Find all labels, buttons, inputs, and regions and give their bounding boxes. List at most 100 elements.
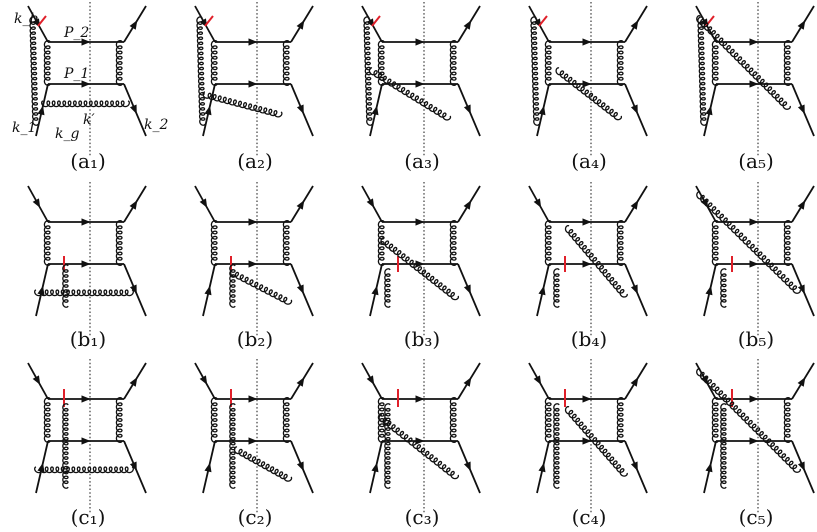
leg-bottom-left-arrow <box>371 105 379 116</box>
gluon-box-right <box>115 40 123 86</box>
leg-bottom-right-arrow <box>129 104 137 115</box>
gluon-emitted <box>555 67 623 121</box>
gluon-box-right <box>616 220 624 266</box>
propagator-top-arrow <box>415 218 425 226</box>
leg-bottom-right-arrow <box>797 104 805 115</box>
caption-c2: (c₂) <box>238 505 273 529</box>
gluon-box-left <box>43 397 51 443</box>
gluon-kg-left <box>196 16 206 126</box>
propagator-top-arrow <box>582 395 592 403</box>
caption-c3: (c₃) <box>405 505 440 529</box>
leg-bottom-right-arrow <box>630 104 638 115</box>
panel-c2 <box>194 359 314 513</box>
gluon-box-right <box>449 397 457 443</box>
leg-top-left-arrow <box>533 375 542 385</box>
leg-top-right-arrow <box>296 377 305 387</box>
propagator-bottom-arrow <box>749 80 759 88</box>
gluon-kprime <box>41 100 130 108</box>
propagator-top-arrow <box>582 218 592 226</box>
caption-c4: (c₄) <box>572 505 607 529</box>
gluon-box-left <box>711 40 719 86</box>
gluon-box-left <box>377 220 385 266</box>
gluon-emitted <box>230 269 293 305</box>
label-kb: k_b <box>14 11 38 27</box>
gluon-box-left <box>544 40 552 86</box>
gluon-box-left <box>210 40 218 86</box>
leg-top-right-arrow <box>797 20 806 30</box>
gluon-box-left <box>544 220 552 266</box>
panel-b3 <box>361 182 481 336</box>
leg-top-right-arrow <box>630 377 639 387</box>
leg-top-left-arrow <box>366 375 375 385</box>
panel-c1 <box>27 359 147 513</box>
caption-b2: (b₂) <box>237 327 273 351</box>
leg-top-left-arrow <box>32 198 41 208</box>
leg-bottom-right-arrow <box>630 284 638 295</box>
gluon-kg-left <box>29 16 39 126</box>
gluon-box-right <box>115 220 123 266</box>
gluon-emitted <box>202 91 283 118</box>
leg-bottom-right-arrow <box>463 461 471 472</box>
caption-a3: (a₃) <box>404 149 440 173</box>
gluon-emitted <box>380 237 460 301</box>
leg-top-left-arrow <box>366 198 375 208</box>
gluon-kg-left <box>530 16 540 126</box>
propagator-bottom-arrow <box>248 437 258 445</box>
propagator-bottom-arrow <box>415 80 425 88</box>
leg-top-right-arrow <box>630 200 639 210</box>
gluon-box-left <box>544 397 552 443</box>
gluon-emitted <box>564 406 628 477</box>
leg-top-right-arrow <box>797 200 806 210</box>
cut-mark <box>204 15 214 27</box>
leg-bottom-left-arrow <box>705 105 713 116</box>
label-k1: k_1 <box>12 120 36 136</box>
gluon-emitted <box>368 67 452 121</box>
gluon-box-right <box>282 397 290 443</box>
caption-b5: (b₅) <box>738 327 774 351</box>
propagator-top-arrow <box>81 218 91 226</box>
leg-bottom-right-arrow <box>129 461 137 472</box>
gluon-box-right <box>115 397 123 443</box>
propagator-top-arrow <box>749 395 759 403</box>
propagator-top-arrow <box>81 395 91 403</box>
panel-a3 <box>361 2 481 156</box>
gluon-box-right <box>449 220 457 266</box>
gluon-emitted <box>233 446 293 482</box>
gluon-box-right <box>616 397 624 443</box>
leg-bottom-right-arrow <box>463 284 471 295</box>
gluon-vertical <box>384 268 391 308</box>
propagator-top-arrow <box>248 395 258 403</box>
cut-mark <box>538 15 548 27</box>
propagator-top-arrow <box>749 218 759 226</box>
cut-mark <box>371 15 381 27</box>
gluon-vertical <box>553 403 560 489</box>
propagator-top-arrow <box>415 38 425 46</box>
leg-bottom-right-arrow <box>296 284 304 295</box>
propagator-top-arrow <box>248 38 258 46</box>
caption-a2: (a₂) <box>237 149 273 173</box>
leg-bottom-right-arrow <box>463 104 471 115</box>
leg-bottom-right-arrow <box>797 284 805 295</box>
gluon-vertical <box>384 403 391 489</box>
panel-b5 <box>695 182 815 336</box>
leg-bottom-right-arrow <box>296 461 304 472</box>
leg-top-right-arrow <box>463 200 472 210</box>
gluon-emitted <box>378 414 460 480</box>
panel-a1 <box>27 2 147 156</box>
gluon-vertical <box>720 268 727 308</box>
gluon-box-left <box>210 397 218 443</box>
leg-top-right-arrow <box>296 20 305 30</box>
kinematic-labels: k_b P_2 P_1 k_1 k_g k′ k_2 <box>12 11 168 142</box>
gluon-vertical <box>62 264 69 308</box>
gluon-emitted <box>696 368 801 473</box>
propagator-bottom-arrow <box>81 260 91 268</box>
gluon-box-left <box>711 397 719 443</box>
propagator-bottom-arrow <box>749 437 759 445</box>
gluon-box-right <box>783 220 791 266</box>
leg-bottom-left-arrow <box>538 462 546 473</box>
gluon-kg-left <box>697 16 707 126</box>
gluon-box-right <box>783 40 791 86</box>
caption-a4: (a₄) <box>571 149 607 173</box>
caption-a5: (a₅) <box>738 149 774 173</box>
